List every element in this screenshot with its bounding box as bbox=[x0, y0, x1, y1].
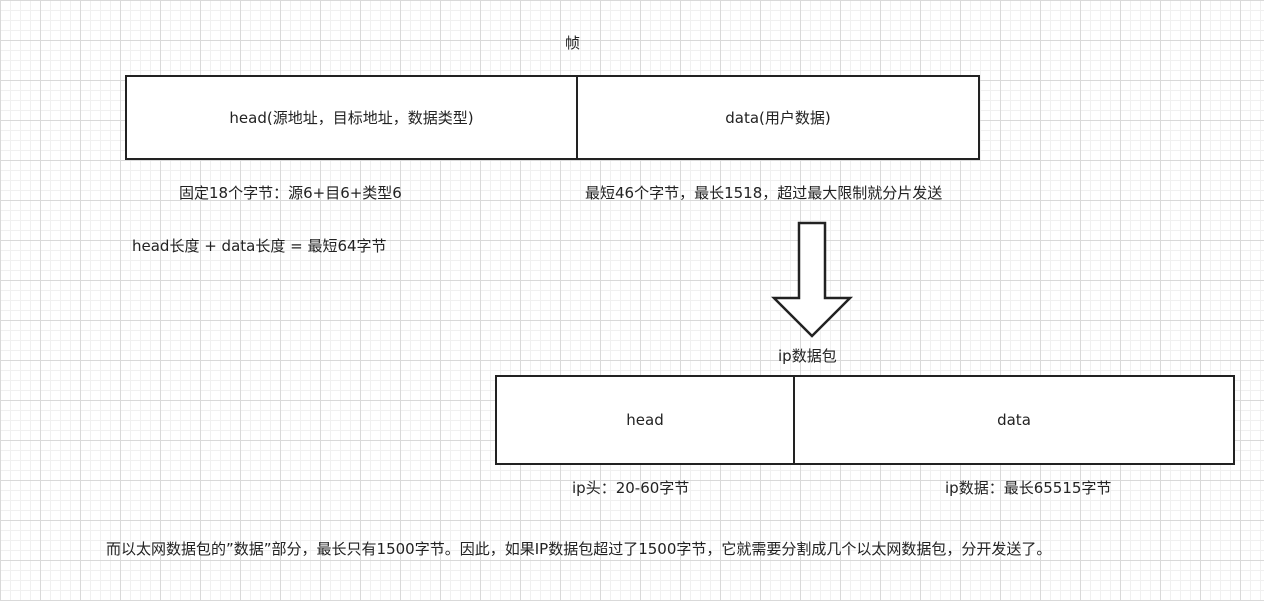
frame-data-label: data(用户数据) bbox=[725, 109, 831, 127]
down-arrow-icon bbox=[770, 221, 854, 338]
frame-head-label: head(源地址，目标地址，数据类型) bbox=[229, 109, 474, 127]
ip-head-note: ip头：20-60字节 bbox=[572, 479, 690, 497]
ip-head-label: head bbox=[626, 411, 664, 429]
frame-data-note: 最短46个字节，最长1518，超过最大限制就分片发送 bbox=[585, 184, 943, 202]
ip-packet-box: head data bbox=[495, 375, 1235, 465]
ip-data-label: data bbox=[997, 411, 1031, 429]
footer-note: 而以太网数据包的”数据”部分，最长只有1500字节。因此，如果IP数据包超过了1… bbox=[106, 540, 1052, 558]
ip-data-note: ip数据：最长65515字节 bbox=[945, 479, 1112, 497]
ip-packet-title: ip数据包 bbox=[778, 347, 837, 365]
frame-data-cell: data(用户数据) bbox=[576, 77, 978, 158]
frame-box: head(源地址，目标地址，数据类型) data(用户数据) bbox=[125, 75, 980, 160]
frame-length-formula: head长度 + data长度 = 最短64字节 bbox=[132, 237, 387, 255]
frame-title: 帧 bbox=[565, 34, 581, 52]
frame-head-cell: head(源地址，目标地址，数据类型) bbox=[127, 77, 576, 158]
ip-data-cell: data bbox=[793, 377, 1233, 463]
frame-head-note: 固定18个字节：源6+目6+类型6 bbox=[179, 184, 402, 202]
ip-head-cell: head bbox=[497, 377, 793, 463]
